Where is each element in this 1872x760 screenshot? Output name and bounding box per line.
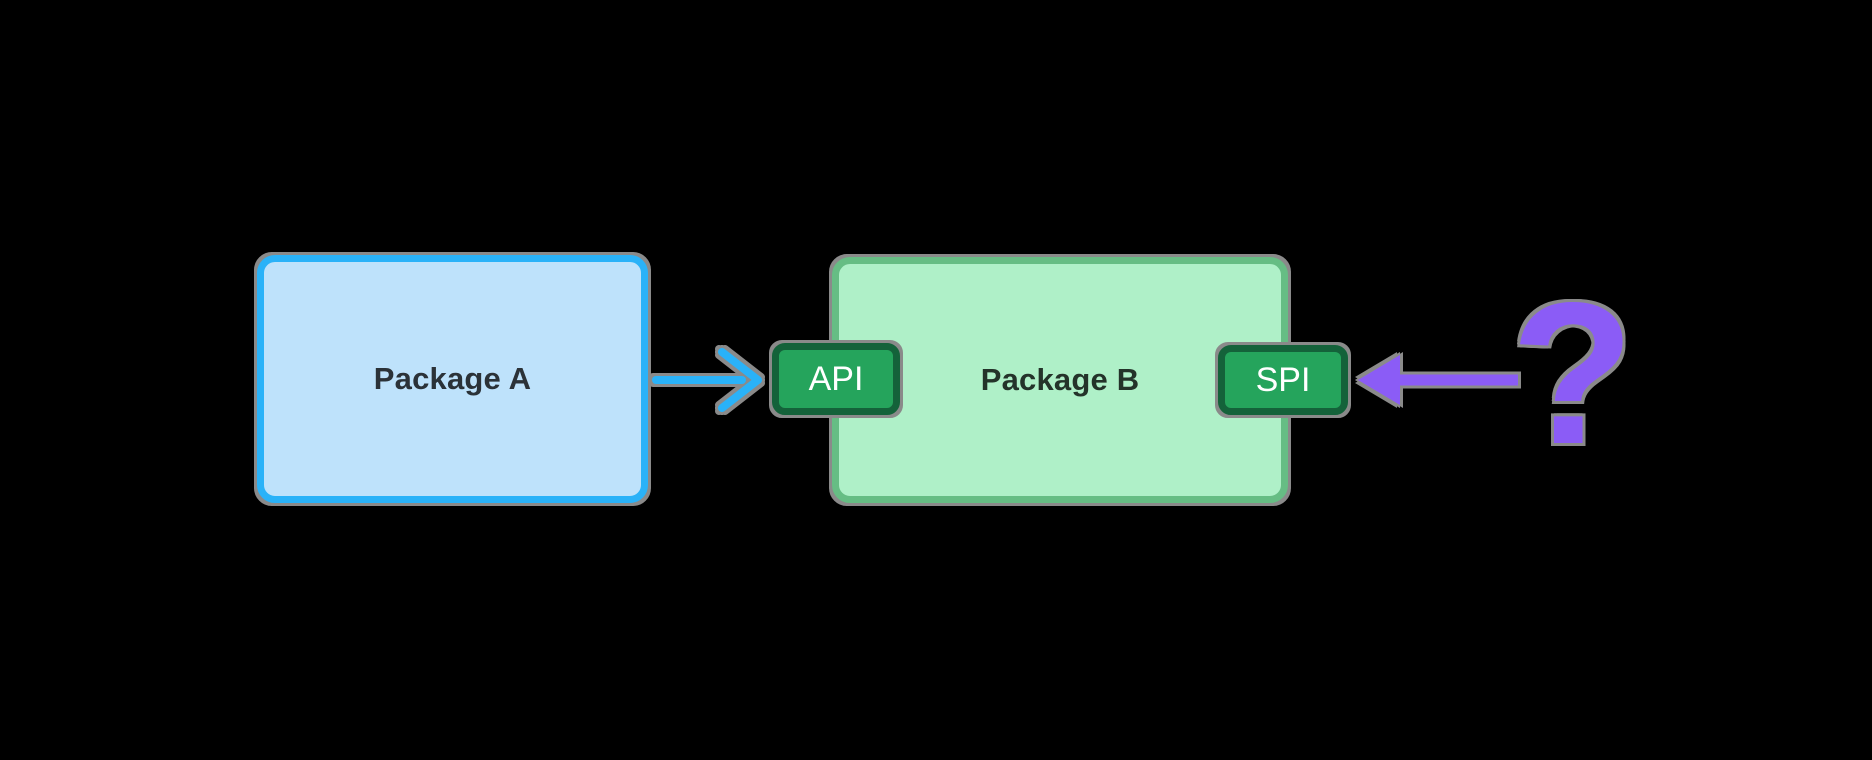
api-badge-label: API (808, 359, 864, 398)
arrow-left-icon (1358, 355, 1518, 405)
question-mark: ? (1510, 260, 1635, 486)
package-b-box: Package B (832, 257, 1288, 503)
package-a-box: Package A (257, 255, 648, 503)
spi-badge: SPI (1218, 345, 1348, 415)
package-a-label: Package A (373, 361, 532, 396)
arrow-right-icon (652, 348, 762, 412)
spi-badge-label: SPI (1255, 360, 1311, 399)
package-b-label: Package B (980, 362, 1140, 397)
api-badge: API (772, 343, 900, 415)
